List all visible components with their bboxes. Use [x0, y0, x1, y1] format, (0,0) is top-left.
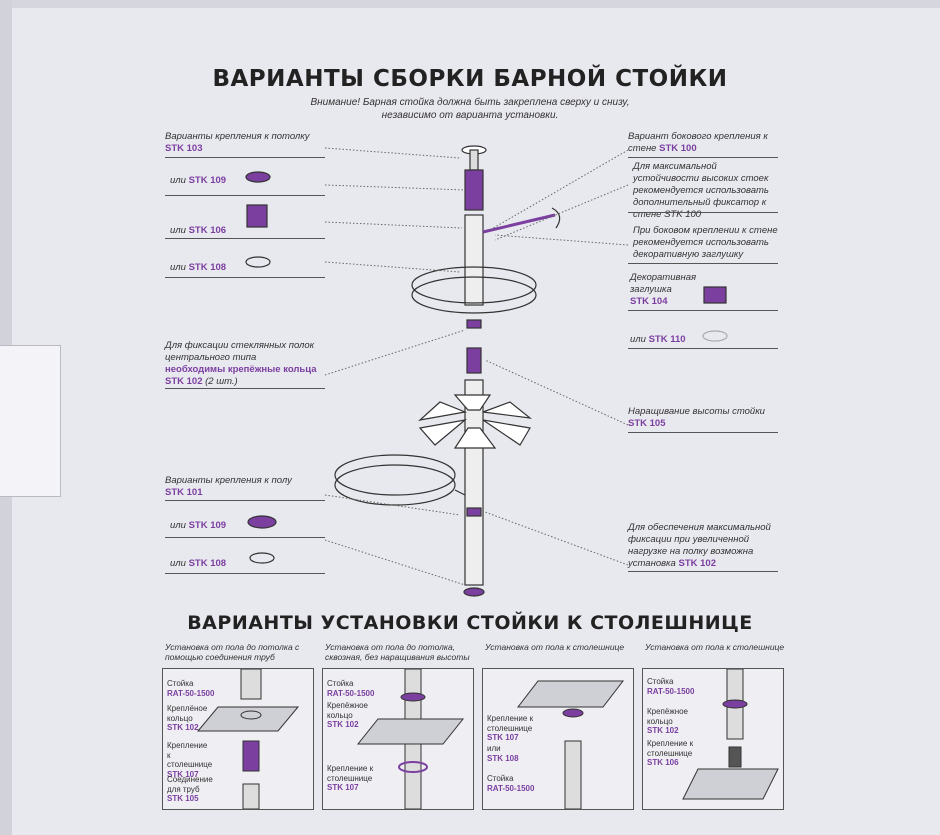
notice-text: Внимание! Барная стойка должна быть закр…: [310, 97, 630, 121]
rule: [165, 500, 325, 501]
install-title: ВАРИАНТЫ УСТАНОВКИ СТОЙКИ К СТОЛЕШНИЦЕ: [187, 612, 753, 634]
rule: [628, 157, 778, 158]
option-106: или STK 106: [170, 225, 227, 236]
upper-shelf-top: [411, 266, 537, 304]
extension-connector: [466, 347, 482, 374]
rule: [165, 277, 325, 278]
load-note: Для обеспечения максимальной фиксации пр…: [628, 522, 771, 569]
floor-plate: [463, 587, 485, 597]
callout-lines: [324, 147, 629, 586]
icon-stk104: [703, 286, 727, 304]
install-head-2: Установка от пола до потолка, сквозная, …: [325, 642, 470, 662]
ring-a: [466, 319, 482, 329]
rule: [628, 212, 778, 213]
rule: [628, 310, 778, 311]
rule: [165, 537, 325, 538]
rule: [165, 238, 325, 239]
ceiling-stem: [469, 149, 479, 171]
side-bracket: [482, 213, 556, 234]
lower-shelf-arm: [454, 489, 466, 496]
upper-shelf-bottom: [411, 276, 537, 314]
icon-stk110: [702, 330, 728, 342]
icon-stk108a: [245, 256, 271, 268]
option-108a: или STK 108: [170, 262, 227, 273]
rule: [628, 263, 778, 264]
rule: [165, 195, 325, 196]
install-head-4: Установка от пола к столешнице: [645, 642, 785, 652]
option-109b: или STK 109: [170, 520, 227, 531]
rule: [628, 571, 778, 572]
rule: [165, 388, 325, 389]
side-mount-label: Вариант бокового крепления к стене STK 1…: [628, 131, 768, 154]
install-head-3: Установка от пола к столешнице: [485, 642, 625, 652]
side-note-1: Для максимальной устойчивости высоких ст…: [633, 161, 769, 220]
side-note-2: При боковом креплении к стене рекомендуе…: [633, 225, 778, 260]
pole-upper: [464, 214, 484, 306]
lower-shelf-top: [334, 454, 456, 496]
rule: [628, 432, 778, 433]
option-109a: или STK 109: [170, 175, 227, 186]
ceiling-rule: [165, 157, 325, 158]
rule: [165, 573, 325, 574]
icon-stk109b: [247, 515, 277, 529]
rule: [628, 348, 778, 349]
pole-lower: [464, 379, 484, 586]
glass-shelf-note: Для фиксации стеклянных полок центрально…: [165, 340, 317, 387]
install-head-1: Установка от пола до потолка с помощью с…: [165, 642, 300, 662]
icon-stk108b: [249, 552, 275, 564]
icon-stk109a: [245, 171, 271, 183]
icon-stk106: [246, 204, 268, 228]
box-flap: [0, 345, 61, 497]
ceiling-sleeve: [464, 169, 484, 211]
side-bracket-arc: [551, 207, 561, 229]
star-shelf: [418, 394, 533, 449]
box-edge-top: [0, 0, 940, 8]
ring-b: [466, 507, 482, 517]
option-110: или STK 110: [630, 334, 686, 345]
option-108b: или STK 108: [170, 558, 227, 569]
main-title: ВАРИАНТЫ СБОРКИ БАРНОЙ СТОЙКИ: [212, 66, 728, 92]
